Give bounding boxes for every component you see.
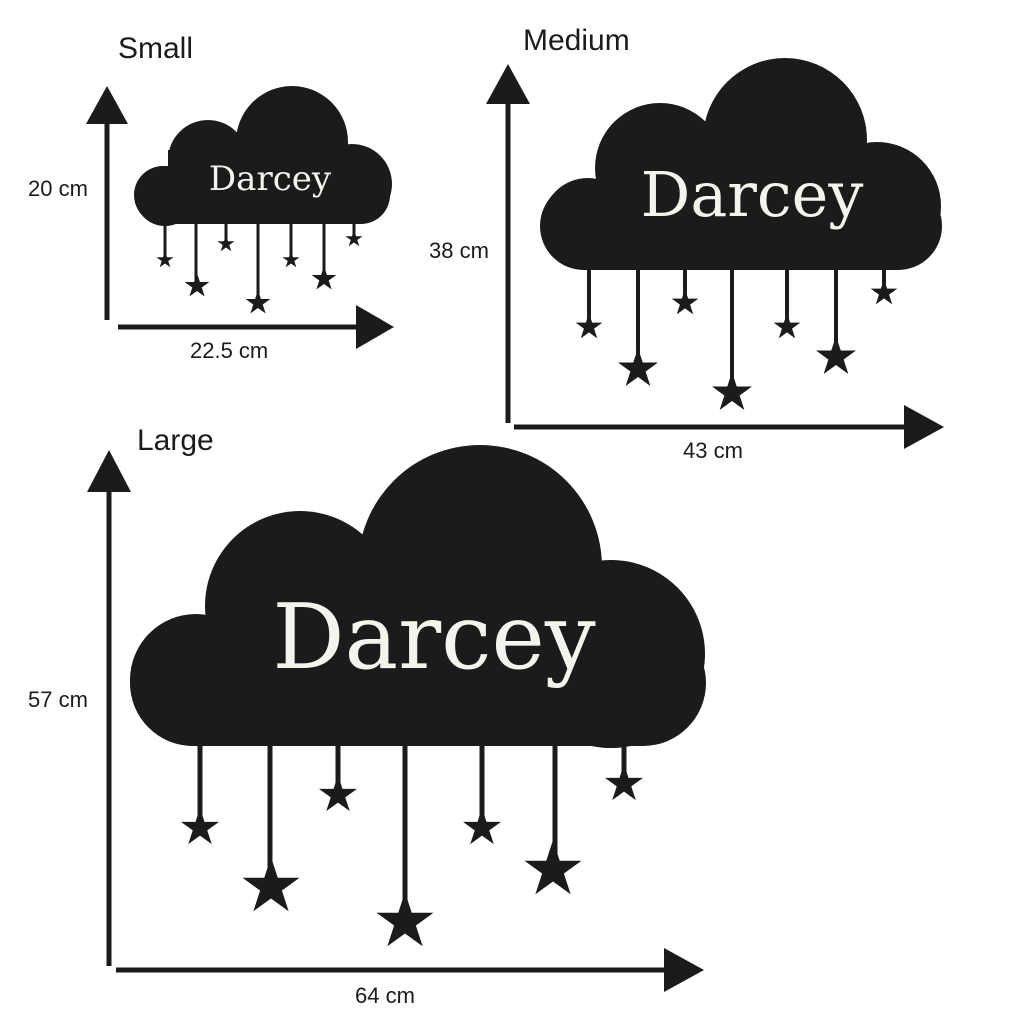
- size-group-medium: Medium 38 cm 43 cm: [429, 24, 944, 463]
- star-icon: [524, 840, 582, 895]
- star-icon: [282, 251, 300, 268]
- height-label-small: 20 cm: [28, 176, 88, 201]
- star-icon: [345, 230, 363, 247]
- width-label-large: 64 cm: [355, 983, 415, 1008]
- height-label-medium: 38 cm: [429, 238, 489, 263]
- star-icon: [671, 289, 699, 315]
- size-group-large: Large 57 cm 64 cm: [28, 424, 706, 1008]
- star-icon: [184, 273, 210, 297]
- cloud-large: Darcey: [130, 445, 706, 947]
- star-icon: [311, 266, 337, 290]
- width-arrow-small: [118, 305, 394, 349]
- size-title-large: Large: [137, 424, 214, 457]
- height-arrow-large: [87, 450, 131, 966]
- cloud-name-small: Darcey: [209, 159, 332, 199]
- star-icon: [180, 808, 220, 845]
- star-icon: [245, 290, 271, 314]
- size-group-small: Small 20 cm 22.5 cm: [28, 32, 394, 363]
- star-icon: [376, 892, 434, 947]
- star-icon: [575, 313, 603, 339]
- width-label-small: 22.5 cm: [190, 338, 268, 363]
- star-icon: [816, 336, 856, 374]
- size-title-medium: Medium: [523, 24, 630, 57]
- star-icon: [618, 348, 658, 386]
- width-label-medium: 43 cm: [683, 438, 743, 463]
- cloud-small: Darcey: [134, 86, 392, 314]
- star-icon: [242, 857, 300, 912]
- cloud-name-large: Darcey: [272, 585, 596, 690]
- size-title-small: Small: [118, 32, 193, 65]
- height-arrow-medium: [486, 64, 530, 423]
- star-icon: [462, 808, 502, 845]
- height-label-large: 57 cm: [28, 687, 88, 712]
- width-arrow-large: [116, 948, 704, 992]
- star-icon: [773, 313, 801, 339]
- star-icon: [156, 251, 174, 268]
- cloud-name-medium: Darcey: [641, 158, 864, 231]
- star-icon: [318, 775, 358, 812]
- star-icon: [217, 235, 235, 252]
- star-icon: [604, 764, 644, 801]
- width-arrow-medium: [514, 405, 944, 449]
- star-icon: [870, 279, 898, 305]
- star-icon: [712, 372, 752, 410]
- height-arrow-small: [86, 86, 128, 320]
- cloud-medium: Darcey: [540, 58, 942, 410]
